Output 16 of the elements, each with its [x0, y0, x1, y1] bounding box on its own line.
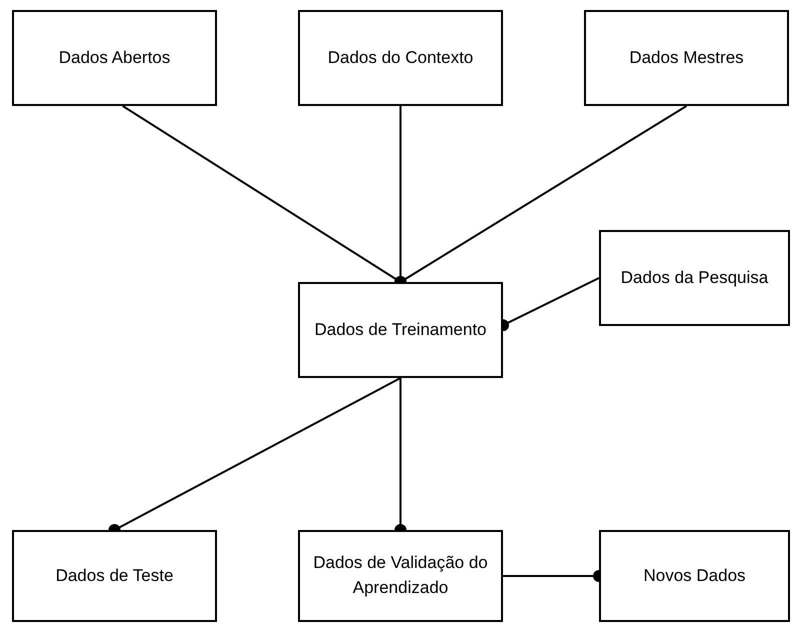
box-label: Dados de Treinamento [314, 318, 488, 341]
box-label: Novos Dados [642, 564, 747, 587]
process-box [599, 230, 790, 326]
process-box [298, 530, 503, 622]
box-label: Dados Mestres [628, 46, 745, 69]
process-box [12, 530, 217, 622]
process-box [298, 282, 503, 378]
process-box [599, 530, 790, 622]
box-label: Dados do Contexto [326, 46, 474, 69]
box-label: Dados de Validação do Aprendizado [312, 552, 489, 599]
process-box [12, 10, 217, 106]
box-label: Dados Abertos [58, 46, 172, 69]
process-box [298, 10, 503, 106]
process-box [584, 10, 789, 106]
box-label: Dados de Teste [54, 564, 174, 587]
box-label: Dados da Pesquisa [620, 266, 770, 289]
